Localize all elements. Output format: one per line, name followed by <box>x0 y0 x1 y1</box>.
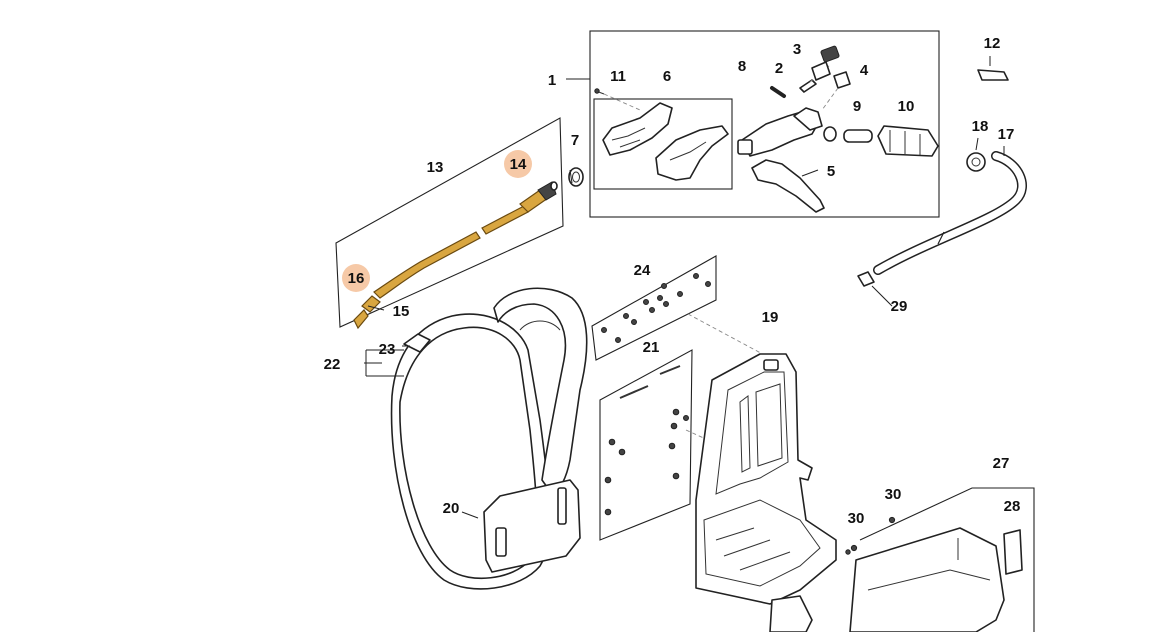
screw-box-21 <box>599 349 693 541</box>
leader-15 <box>367 305 385 311</box>
valve-parts <box>737 45 939 213</box>
highlight-16 <box>342 264 370 292</box>
label-1[interactable]: 1 <box>548 72 556 89</box>
leader-20 <box>461 511 479 519</box>
cover-27 <box>849 527 1005 632</box>
label-28[interactable]: 28 <box>1004 498 1021 515</box>
filter-9 <box>823 126 873 143</box>
label-6[interactable]: 6 <box>663 68 671 85</box>
handle-halves-6 <box>602 102 729 181</box>
pin-8 <box>770 86 786 98</box>
label-16[interactable]: 16 <box>348 270 365 287</box>
label-2[interactable]: 2 <box>775 60 783 77</box>
label-20[interactable]: 20 <box>443 500 460 517</box>
cover-frame-top <box>859 487 1000 541</box>
tank-20 <box>390 287 588 590</box>
label-29[interactable]: 29 <box>891 298 908 315</box>
label-13[interactable]: 13 <box>427 159 444 176</box>
label-22[interactable]: 22 <box>324 356 341 373</box>
label-21[interactable]: 21 <box>643 339 660 356</box>
lance-parts <box>353 181 558 330</box>
dash-11 <box>603 93 641 111</box>
cap-3 <box>811 45 840 81</box>
label-18[interactable]: 18 <box>972 118 989 135</box>
label-12[interactable]: 12 <box>984 35 1001 52</box>
frame-19 <box>695 353 837 632</box>
screw-11 <box>594 88 605 95</box>
label-3[interactable]: 3 <box>793 41 801 58</box>
label-8[interactable]: 8 <box>738 58 746 75</box>
label-5[interactable]: 5 <box>827 163 835 180</box>
screw-box-24 <box>591 255 717 361</box>
nut-4 <box>833 71 851 89</box>
label-30-lower[interactable]: 30 <box>848 510 865 527</box>
label-14[interactable]: 14 <box>510 156 527 173</box>
lever-5 <box>751 159 825 213</box>
screws-21 <box>604 365 689 516</box>
label-10[interactable]: 10 <box>898 98 915 115</box>
label-17[interactable]: 17 <box>998 126 1015 143</box>
leader-7 <box>569 169 573 184</box>
screw-30a <box>888 516 896 524</box>
dash-24 <box>687 313 771 359</box>
screw-30b <box>850 544 858 552</box>
label-28 <box>1003 529 1023 575</box>
label-7[interactable]: 7 <box>571 132 579 149</box>
clip-29 <box>857 271 875 287</box>
label-4[interactable]: 4 <box>860 62 869 79</box>
leader-29 <box>871 285 893 307</box>
hose-assembly <box>857 69 1027 287</box>
cover-frame-27 <box>1000 487 1035 632</box>
label-24[interactable]: 24 <box>634 262 651 279</box>
label-27[interactable]: 27 <box>993 455 1010 472</box>
grip-10 <box>877 125 939 157</box>
assembly-1-frame <box>589 30 940 218</box>
o-ring-7 <box>568 167 584 187</box>
bracket-22 <box>365 349 404 377</box>
screws-24 <box>601 273 711 343</box>
stem-2 <box>799 79 817 93</box>
assembly-6-frame <box>593 98 733 190</box>
label-23[interactable]: 23 <box>379 341 396 358</box>
label-15[interactable]: 15 <box>393 303 410 320</box>
label-9[interactable]: 9 <box>853 98 861 115</box>
highlight-14 <box>504 150 532 178</box>
nut-18 <box>966 152 986 172</box>
label-11[interactable]: 11 <box>610 68 626 85</box>
fitting-12 <box>977 69 1009 81</box>
label-30-upper[interactable]: 30 <box>885 486 902 503</box>
lance-frame-13 <box>335 117 564 328</box>
leader-18 <box>975 137 979 151</box>
label-19[interactable]: 19 <box>762 309 779 326</box>
